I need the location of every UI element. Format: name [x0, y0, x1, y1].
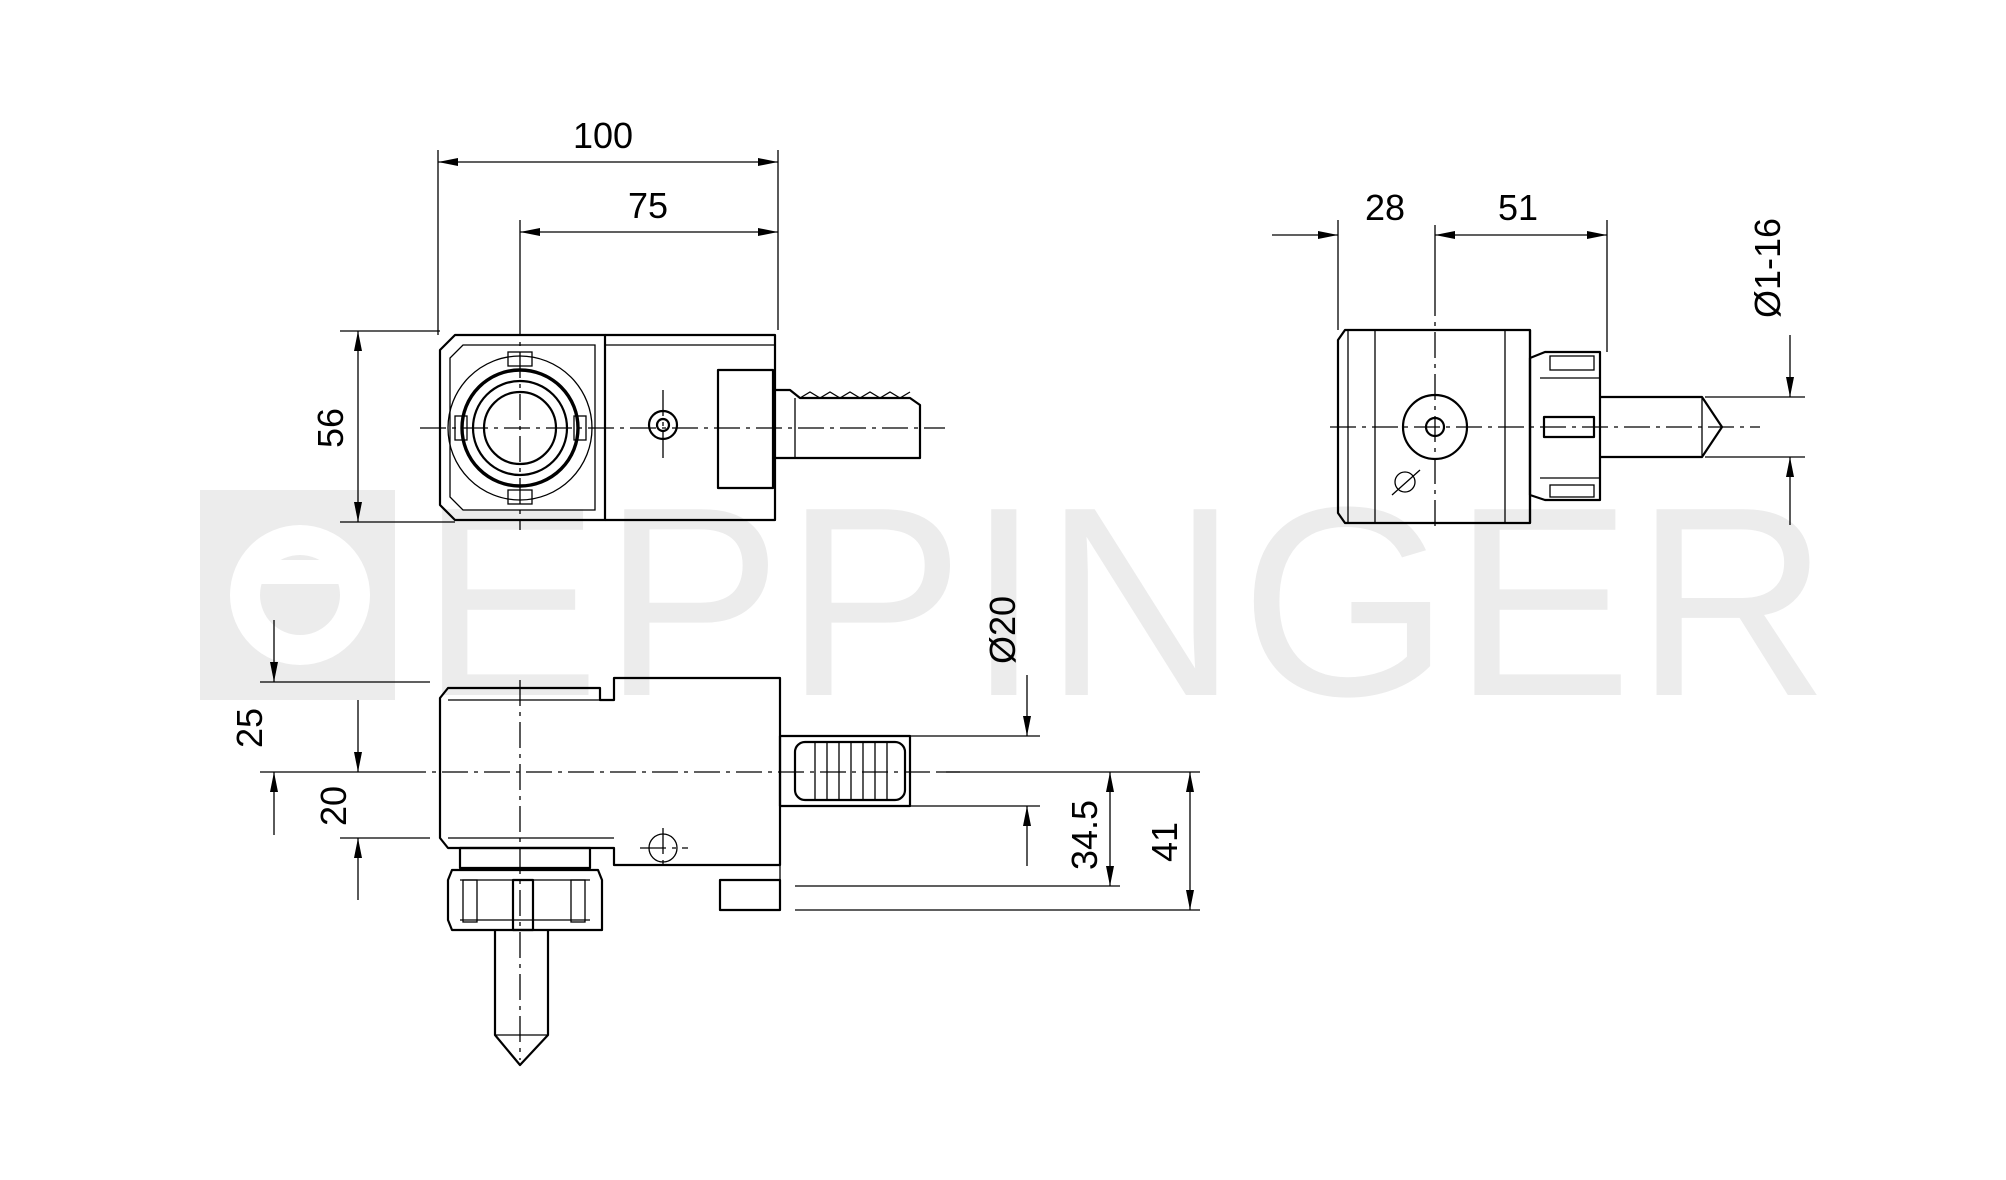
dim-label-100: 100 [573, 115, 633, 156]
dim-label-25: 25 [229, 708, 270, 748]
thread-ribs [814, 742, 888, 800]
dim-label-34-5: 34.5 [1064, 800, 1105, 870]
dim-label-56: 56 [310, 408, 351, 448]
dim-label-dia20: Ø20 [982, 596, 1023, 664]
brand-watermark: EPPINGER [200, 452, 1831, 753]
brand-watermark-text: EPPINGER [420, 452, 1831, 753]
dim-label-collet: Ø1-16 [1747, 218, 1788, 318]
top-view: 100 75 56 [310, 115, 945, 530]
side-view: 28 51 Ø1-16 [1272, 187, 1805, 530]
dim-label-51: 51 [1498, 187, 1538, 228]
brand-logo-icon [200, 490, 395, 700]
dim-label-20: 20 [313, 786, 354, 826]
dim-label-41: 41 [1144, 822, 1185, 862]
dim-label-75: 75 [628, 185, 668, 226]
dim-label-28: 28 [1365, 187, 1405, 228]
front-view: 25 20 Ø20 34.5 41 [229, 596, 1200, 1067]
